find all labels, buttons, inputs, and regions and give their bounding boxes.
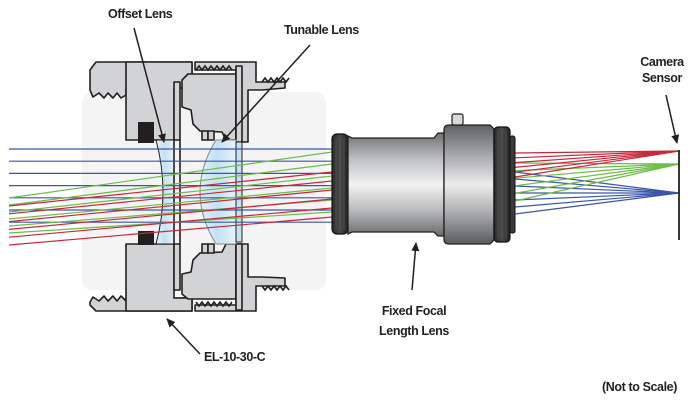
actuator-tab-top-2 bbox=[207, 130, 215, 141]
set-screw bbox=[451, 113, 464, 126]
red-ray bbox=[514, 150, 680, 154]
housing-inner-bottom bbox=[173, 243, 181, 291]
actuator-tab-bottom-2 bbox=[207, 243, 215, 254]
red-ray bbox=[8, 216, 333, 246]
green-ray bbox=[514, 163, 680, 179]
seal-top bbox=[138, 122, 154, 143]
green-ray bbox=[8, 175, 333, 213]
offset-lens-label: Offset Lens bbox=[108, 7, 173, 21]
c-mount bbox=[509, 135, 516, 234]
light-rays bbox=[8, 148, 680, 246]
red-ray bbox=[514, 150, 680, 168]
lens-actuator-bottom bbox=[181, 243, 237, 300]
green-ray bbox=[514, 163, 680, 172]
lens-body bbox=[443, 124, 495, 245]
fixed-focal-arrow bbox=[411, 242, 420, 291]
tunable-lens-label: Tunable Lens bbox=[284, 23, 359, 37]
offset-lens-arrow bbox=[133, 27, 166, 143]
seal-bottom bbox=[138, 231, 154, 245]
thread-teeth-top bbox=[195, 64, 290, 84]
retainer-bottom bbox=[235, 243, 243, 311]
fixed-focal-label-line1: Fixed Focal bbox=[382, 304, 446, 318]
camera-sensor-label-line1: Camera bbox=[640, 55, 685, 69]
red-ray bbox=[514, 150, 680, 178]
camera-sensor-arrow bbox=[665, 94, 680, 144]
red-ray bbox=[514, 150, 680, 164]
green-ray bbox=[8, 163, 333, 206]
blue-ray bbox=[514, 192, 680, 215]
scale-note: (Not to Scale) bbox=[602, 380, 677, 394]
housing-inner-top bbox=[173, 81, 181, 141]
part-number-arrow bbox=[166, 318, 201, 355]
tunable-lens-housing-bottom bbox=[89, 231, 290, 312]
green-ray bbox=[514, 163, 680, 187]
green-ray bbox=[8, 151, 333, 199]
thread-teeth-bottom bbox=[195, 284, 290, 308]
red-ray bbox=[8, 198, 333, 230]
lens-barrel bbox=[347, 132, 445, 237]
red-ray bbox=[8, 207, 333, 238]
camera-sensor-label-line2: Sensor bbox=[642, 71, 683, 85]
tunable-lens-arrow bbox=[221, 44, 311, 143]
green-ray bbox=[514, 163, 680, 202]
fixed-focal-length-lens bbox=[331, 113, 516, 245]
green-ray bbox=[8, 187, 333, 220]
red-ray bbox=[8, 171, 333, 207]
lens-actuator-top bbox=[181, 73, 237, 141]
green-ray bbox=[514, 163, 680, 194]
blue-ray bbox=[514, 192, 680, 201]
blue-ray bbox=[514, 192, 680, 208]
red-ray bbox=[8, 189, 333, 223]
actuator-tab-bottom-1 bbox=[201, 243, 209, 254]
blue-ray bbox=[514, 185, 680, 194]
fixed-focal-label-line2: Length Lens bbox=[379, 324, 449, 338]
retainer-top bbox=[235, 65, 243, 143]
blue-ray bbox=[514, 178, 680, 194]
tunable-lens-housing-top bbox=[89, 61, 290, 143]
actuator-tab-top-1 bbox=[201, 130, 209, 141]
red-ray bbox=[514, 150, 680, 159]
red-ray bbox=[8, 180, 333, 215]
part-number-label: EL-10-30-C bbox=[204, 350, 266, 364]
red-ray bbox=[514, 150, 680, 173]
tunable-lens-cover-glass bbox=[235, 141, 243, 243]
